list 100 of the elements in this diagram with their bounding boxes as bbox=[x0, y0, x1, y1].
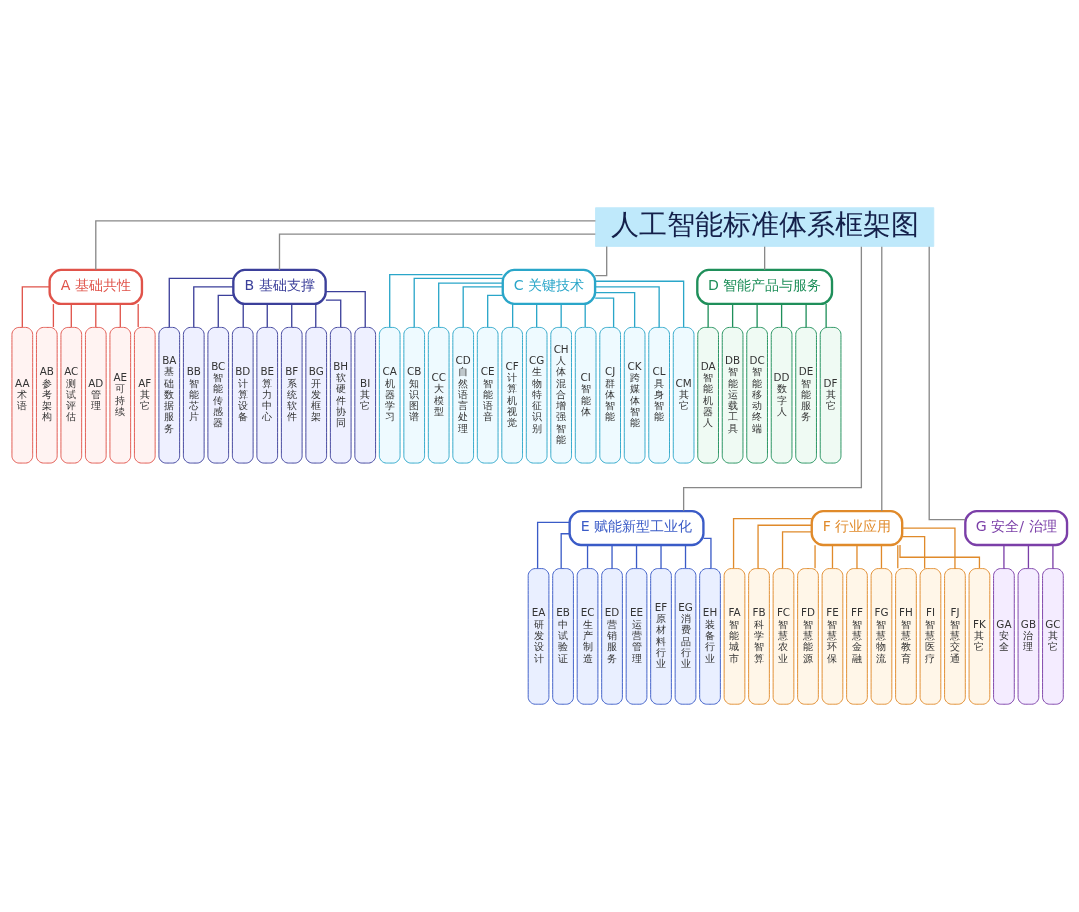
node-box: AE 可持续 bbox=[109, 326, 132, 464]
node-box: E 赋能新型工业化 bbox=[568, 509, 705, 547]
connector bbox=[462, 286, 504, 328]
connector bbox=[756, 303, 758, 328]
node-box: AB 参考架构 bbox=[35, 326, 58, 464]
node-box: FK 其它 bbox=[968, 568, 991, 705]
node-box: BH 软硬件协同 bbox=[329, 326, 352, 464]
connector bbox=[560, 303, 562, 328]
connector bbox=[856, 544, 858, 569]
connector bbox=[881, 246, 883, 512]
connector bbox=[635, 544, 638, 569]
node-box: CD 自然语言处理 bbox=[452, 326, 475, 464]
connector bbox=[389, 274, 504, 328]
connector bbox=[586, 544, 589, 569]
connector bbox=[1027, 544, 1030, 569]
connector bbox=[95, 220, 597, 271]
connector bbox=[291, 303, 293, 328]
node-box: DC 智能移动终端 bbox=[746, 326, 768, 464]
connector bbox=[512, 303, 514, 328]
connector bbox=[413, 277, 504, 328]
connector bbox=[21, 286, 50, 328]
node-box: GC 其它 bbox=[1042, 568, 1064, 705]
connector bbox=[325, 290, 366, 328]
connector bbox=[594, 291, 636, 328]
node-box: DB 智能运载工具 bbox=[721, 326, 744, 464]
connector bbox=[487, 294, 504, 328]
connector bbox=[315, 303, 317, 328]
node-box: CI 智能体 bbox=[574, 326, 597, 464]
node-box: AC 测试评估 bbox=[60, 326, 83, 464]
connector bbox=[438, 282, 504, 328]
connector bbox=[193, 286, 234, 328]
node-box: CK 跨媒体智能 bbox=[623, 326, 646, 464]
node-box: DE 智能服务 bbox=[795, 326, 817, 464]
node-box: CB 知识图谱 bbox=[403, 326, 426, 464]
connector bbox=[805, 303, 807, 328]
node-box: FB 科学智算 bbox=[748, 568, 770, 705]
node-box: EH 装备行业 bbox=[699, 568, 721, 705]
node-box: CF 计算机视觉 bbox=[501, 326, 523, 464]
connector bbox=[899, 544, 981, 569]
node-box: CH 人体混合增强智能 bbox=[550, 326, 572, 464]
node-box: CM 其它 bbox=[672, 326, 695, 464]
node-box: BD 计算设备 bbox=[231, 326, 254, 464]
connector bbox=[880, 544, 883, 569]
connector bbox=[825, 303, 827, 328]
node-box: DD 数字人 bbox=[770, 326, 793, 464]
connector bbox=[217, 294, 234, 328]
connector bbox=[780, 303, 783, 328]
node-box: FI 智慧医疗 bbox=[919, 568, 942, 705]
connector bbox=[168, 277, 234, 328]
node-box: G 安全/ 治理 bbox=[964, 509, 1069, 547]
connector bbox=[682, 246, 863, 512]
node-box: BF 系统软件 bbox=[280, 326, 303, 464]
node-box: FH 智慧教育 bbox=[895, 568, 917, 705]
connector bbox=[1052, 544, 1054, 569]
node-box: FC 智慧农业 bbox=[772, 568, 795, 705]
connector bbox=[266, 303, 268, 328]
node-box: FF 智慧金融 bbox=[846, 568, 868, 705]
node-box: GB 治理 bbox=[1017, 568, 1040, 705]
node-box: 人工智能标准体系框架图 bbox=[595, 207, 935, 247]
node-box: FJ 智慧交通 bbox=[944, 568, 966, 705]
connector bbox=[732, 518, 813, 569]
node-box: CL 具身智能 bbox=[648, 326, 670, 464]
node-box: AA 术语 bbox=[11, 326, 34, 464]
connector bbox=[757, 524, 813, 570]
connector bbox=[119, 303, 121, 328]
node-box: FD 智慧能源 bbox=[797, 568, 819, 705]
node-box: ED 营销服务 bbox=[601, 568, 623, 705]
connector bbox=[901, 535, 926, 570]
node-box: CG 生物特征识别 bbox=[525, 326, 548, 464]
node-box: DA 智能机器人 bbox=[697, 326, 719, 464]
node-box: EB 中试验证 bbox=[552, 568, 574, 705]
node-box: GA 安全 bbox=[993, 568, 1015, 705]
node-box: AF 其它 bbox=[133, 326, 156, 464]
connector bbox=[781, 531, 813, 570]
node-box: CJ 群体智能 bbox=[599, 326, 621, 464]
node-box: EF 原材料行业 bbox=[650, 568, 672, 705]
node-box: A 基础共性 bbox=[48, 268, 144, 306]
node-box: BA 基础数据服务 bbox=[158, 326, 181, 464]
connector bbox=[764, 246, 766, 271]
connector bbox=[70, 303, 72, 328]
connector bbox=[814, 544, 816, 569]
node-box: FA 智能城市 bbox=[723, 568, 746, 705]
node-box: BI 其它 bbox=[354, 326, 377, 464]
connector bbox=[137, 303, 139, 328]
connector bbox=[594, 280, 685, 328]
node-box: EA 研发设计 bbox=[527, 568, 550, 705]
connector bbox=[278, 233, 596, 271]
node-box: CC 大模型 bbox=[427, 326, 450, 464]
connector bbox=[560, 533, 571, 570]
connector bbox=[52, 303, 55, 328]
connector bbox=[594, 245, 608, 277]
node-box: EE 运营管理 bbox=[625, 568, 648, 705]
connector bbox=[584, 303, 586, 328]
connector bbox=[831, 544, 834, 569]
connector bbox=[660, 544, 662, 569]
node-box: AD 管理 bbox=[84, 326, 107, 464]
node-box: BG 开发框架 bbox=[305, 326, 328, 464]
connector bbox=[897, 544, 899, 569]
connector bbox=[611, 544, 613, 569]
node-box: CE 智能语音 bbox=[476, 326, 499, 464]
